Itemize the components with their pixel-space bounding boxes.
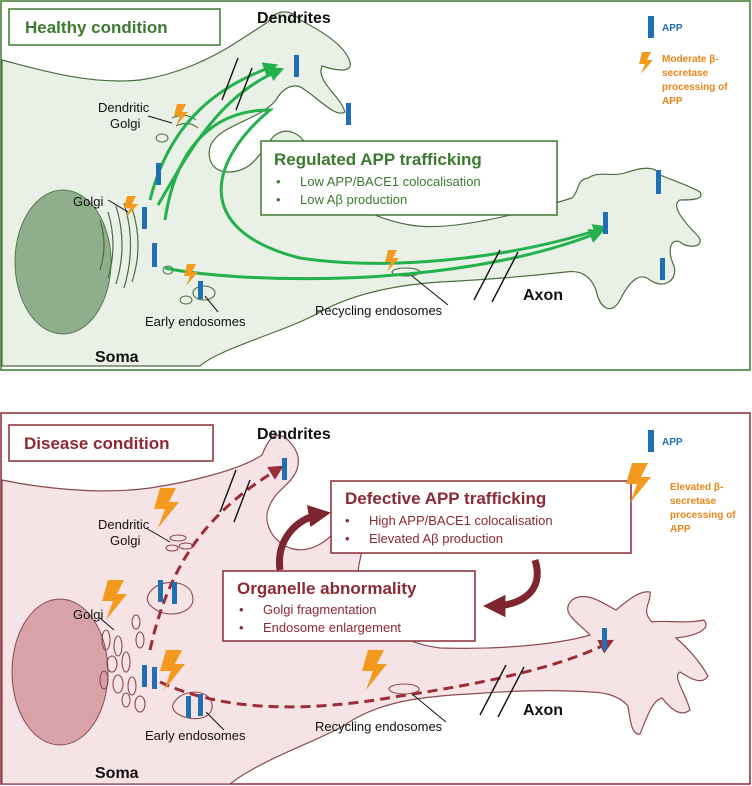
disease-early-endosomes-label: Early endosomes <box>145 728 246 743</box>
healthy-bullet-2: Low Aβ production <box>300 192 407 207</box>
healthy-panel: Healthy condition Dendrites Dendritic Go… <box>0 0 751 371</box>
disease-box2-bullet-1: Golgi fragmentation <box>263 602 376 617</box>
disease-legend-secretase-4: APP <box>670 524 691 535</box>
disease-nucleus <box>11 598 109 746</box>
healthy-legend-secretase-3: processing of <box>662 82 728 93</box>
disease-box1-title: Defective APP trafficking <box>345 489 546 508</box>
disease-axon-label: Axon <box>523 702 563 719</box>
healthy-golgi-label: Golgi <box>73 194 103 209</box>
healthy-nucleus <box>14 189 112 335</box>
disease-legend-secretase-1: Elevated β- <box>670 482 723 493</box>
disease-golgi-fragments <box>99 614 146 713</box>
disease-box1-bullet-1: High APP/BACE1 colocalisation <box>369 513 553 528</box>
healthy-dendritic-golgi-label-2: Golgi <box>110 116 140 131</box>
healthy-app-markers <box>142 55 665 299</box>
disease-app-markers <box>142 458 607 718</box>
healthy-bullet-1: Low APP/BACE1 colocalisation <box>300 174 481 189</box>
disease-cycle-arrows <box>276 504 541 618</box>
disease-golgi-label: Golgi <box>73 607 103 622</box>
svg-text:•: • <box>276 192 281 207</box>
healthy-break-marks <box>221 57 519 303</box>
disease-dendritic-golgi-label-2: Golgi <box>110 533 140 548</box>
svg-text:•: • <box>239 620 244 635</box>
healthy-early-endosomes-label: Early endosomes <box>145 314 246 329</box>
disease-legend-secretase-3: processing of <box>670 510 736 521</box>
disease-title: Disease condition <box>24 434 169 453</box>
svg-text:•: • <box>345 531 350 546</box>
healthy-title: Healthy condition <box>25 18 168 37</box>
disease-soma-label: Soma <box>95 765 139 782</box>
disease-box2-bullet-2: Endosome enlargement <box>263 620 401 635</box>
svg-text:•: • <box>345 513 350 528</box>
healthy-legend-secretase-1: Moderate β- <box>662 54 719 65</box>
healthy-neuron-body <box>1 11 702 367</box>
disease-trafficking-arrows <box>148 465 614 709</box>
healthy-recycling-endosomes-label: Recycling endosomes <box>315 303 443 318</box>
healthy-box-title: Regulated APP trafficking <box>274 150 482 169</box>
healthy-axon-label: Axon <box>523 287 563 304</box>
svg-text:•: • <box>239 602 244 617</box>
healthy-legend-secretase-2: secretase <box>662 68 709 79</box>
disease-dendritic-golgi-label-1: Dendritic <box>98 517 150 532</box>
disease-dendrites-label: Dendrites <box>257 426 331 443</box>
healthy-legend-app: APP <box>662 23 683 34</box>
disease-box1-bullet-2: Elevated Aβ production <box>369 531 503 546</box>
disease-legend-secretase-2: secretase <box>670 496 717 507</box>
healthy-legend-secretase-4: APP <box>662 96 683 107</box>
disease-break-marks <box>219 469 525 718</box>
healthy-early-endosome <box>192 285 216 301</box>
healthy-legend-app-icon <box>648 16 654 38</box>
healthy-trafficking-arrows <box>148 62 609 281</box>
svg-text:•: • <box>276 174 281 189</box>
healthy-dendrites-label: Dendrites <box>257 10 331 27</box>
disease-legend-app: APP <box>662 437 683 448</box>
disease-legend-app-icon <box>648 430 654 452</box>
healthy-dendritic-golgi-label-1: Dendritic <box>98 100 150 115</box>
disease-box2-title: Organelle abnormality <box>237 579 417 598</box>
disease-panel: Disease condition Dendrites Dendritic Go… <box>0 412 751 785</box>
healthy-soma-label: Soma <box>95 349 139 366</box>
disease-recycling-endosomes-label: Recycling endosomes <box>315 719 443 734</box>
